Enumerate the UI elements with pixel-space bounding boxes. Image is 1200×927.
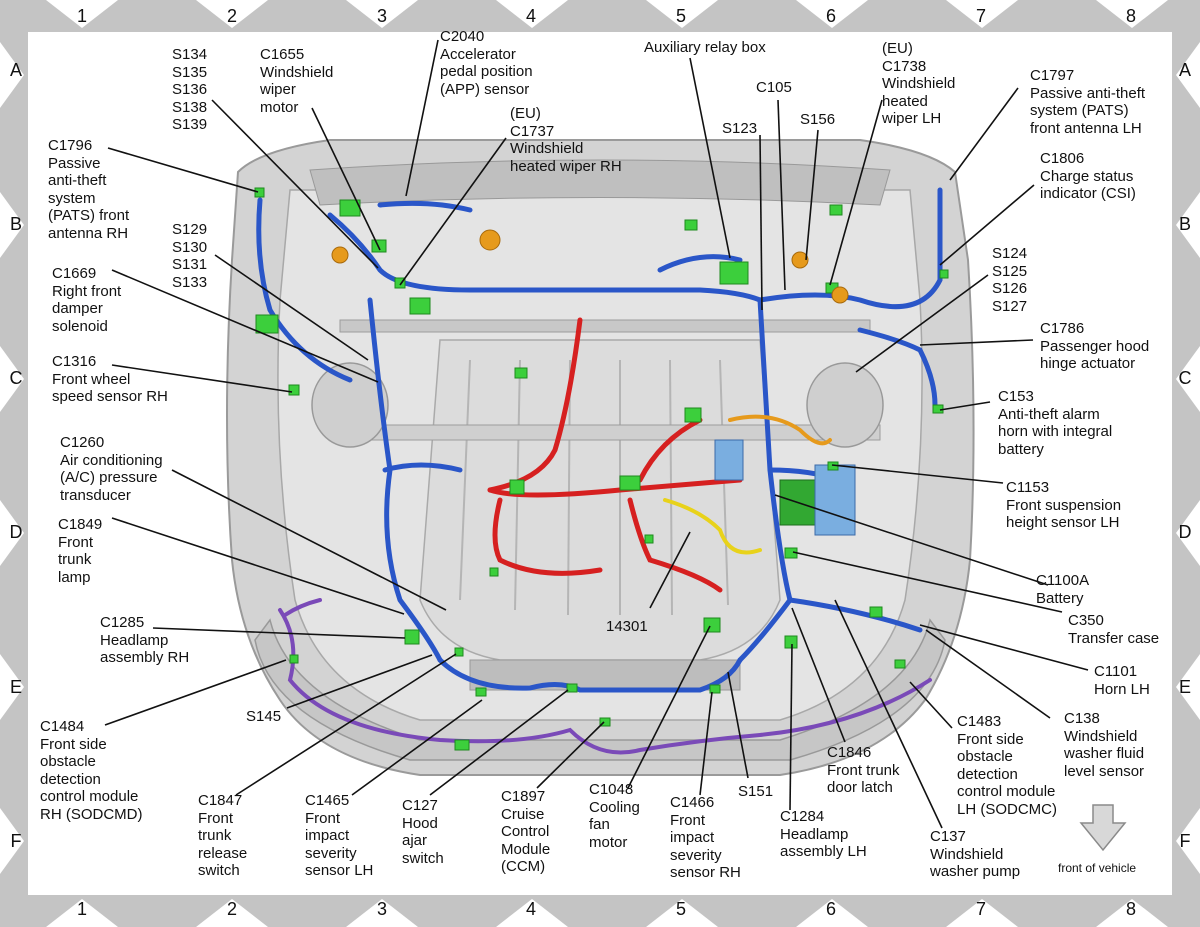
label-c1484: C1484 Front side obstacle detection cont… [40, 718, 143, 823]
orange-components [331, 229, 849, 304]
label-s151: S151 [738, 783, 774, 800]
label-c1483: C1483 Front side obstacle detection cont… [957, 713, 1057, 818]
grid-column-4-bottom: 4 [525, 899, 536, 919]
label-c105: C105 [756, 79, 792, 96]
label-c127: C127 Hood ajar switch [402, 797, 444, 867]
label-c137: C137 Windshield washer pump [930, 828, 1021, 880]
grid-row-d-right: D [1178, 522, 1192, 542]
yellow-orange-harness [663, 414, 832, 555]
label-c138: C138 Windshield washer fluid level senso… [1064, 710, 1145, 780]
label-c1153: C1153 Front suspension height sensor LH [1006, 479, 1122, 531]
label-c1260: C1260 Air conditioning (A/C) pressure tr… [60, 434, 163, 504]
label-c1316: C1316 Front wheel speed sensor RH [52, 353, 168, 405]
label-c1738: (EU) C1738 Windshield heated wiper LH [882, 40, 956, 127]
grid-row-b-left: B [9, 214, 22, 234]
label-14301: 14301 [606, 618, 648, 635]
label-c1897: C1897 Cruise Control Module (CCM) [501, 788, 551, 875]
grid-column-1-top: 1 [76, 6, 87, 26]
label-c153: C153 Anti-theft alarm horn with integral… [998, 388, 1113, 458]
callout-leader-lines [104, 39, 1089, 829]
label-c1284: C1284 Headlamp assembly LH [780, 808, 867, 860]
grid-column-4-top: 4 [525, 6, 536, 26]
grid-row-f-left: F [10, 831, 22, 851]
label-c1846: C1846 Front trunk door latch [827, 744, 900, 796]
label-auxiliary-relay-box: Auxiliary relay box [644, 39, 766, 56]
label-s123: S123 [722, 120, 758, 137]
grid-column-5-bottom: 5 [675, 899, 686, 919]
label-c1737: (EU) C1737 Windshield heated wiper RH [510, 105, 622, 175]
grid-row-c-right: C [1178, 368, 1192, 388]
label-c2040: C2040 Accelerator pedal position (APP) s… [440, 28, 533, 98]
label-c1786: C1786 Passenger hood hinge actuator [1040, 320, 1150, 372]
label-c1285: C1285 Headlamp assembly RH [100, 614, 190, 666]
grid-row-d-left: D [9, 522, 23, 542]
grid-column-7-bottom: 7 [975, 899, 986, 919]
label-c1465: C1465 Front impact severity sensor LH [305, 792, 374, 879]
label-c1669: C1669 Right front damper solenoid [52, 265, 122, 335]
label-s129-s133: S129 S130 S131 S133 [172, 221, 208, 291]
label-c1101: C1101 Horn LH [1094, 663, 1150, 698]
connectors [254, 187, 949, 751]
label-c1048: C1048 Cooling fan motor [589, 781, 640, 851]
grid-column-3-bottom: 3 [376, 899, 387, 919]
label-s134-s139: S134 S135 S136 S138 S139 [172, 46, 208, 133]
battery-component [714, 439, 856, 536]
label-c1655: C1655 Windshield wiper motor [260, 46, 334, 116]
grid-row-a-left: A [9, 60, 22, 80]
grid-column-3-top: 3 [376, 6, 387, 26]
grid-column-6-bottom: 6 [825, 899, 836, 919]
grid-row-f-right: F [1179, 831, 1191, 851]
grid-column-7-top: 7 [975, 6, 986, 26]
grid-row-c-left: C [9, 368, 23, 388]
grid-column-8-bottom: 8 [1125, 899, 1136, 919]
purple-harness [278, 598, 932, 755]
vehicle-body [226, 139, 975, 776]
grid-column-1-bottom: 1 [76, 899, 87, 919]
label-c1849: C1849 Front trunk lamp [58, 516, 103, 586]
label-c1466: C1466 Front impact severity sensor RH [670, 794, 741, 881]
label-c1806: C1806 Charge status indicator (CSI) [1040, 150, 1136, 202]
label-c350: C350 Transfer case [1068, 612, 1160, 647]
grid-column-2-top: 2 [226, 6, 237, 26]
label-s145: S145 [246, 708, 282, 725]
label-front-of-vehicle: front of vehicle [1058, 861, 1137, 875]
label-c1100a: C1100A Battery [1036, 572, 1090, 607]
grid-column-8-top: 8 [1125, 6, 1136, 26]
blue-harness [256, 187, 943, 693]
grid-row-e-left: E [9, 677, 22, 697]
label-c1797: C1797 Passive anti-theft system (PATS) f… [1030, 67, 1146, 137]
grid-row-a-right: A [1178, 60, 1191, 80]
grid-row-b-right: B [1178, 214, 1191, 234]
label-c1796: C1796 Passive anti-theft system (PATS) f… [48, 137, 130, 242]
grid-column-6-top: 6 [825, 6, 836, 26]
front-of-vehicle-arrow-icon [1079, 804, 1127, 852]
label-s156: S156 [800, 111, 836, 128]
label-s124-s127: S124 S125 S126 S127 [992, 245, 1028, 315]
grid-column-5-top: 5 [675, 6, 686, 26]
grid-column-2-bottom: 2 [226, 899, 237, 919]
grid-row-e-right: E [1178, 677, 1191, 697]
label-c1847: C1847 Front trunk release switch [198, 792, 248, 879]
